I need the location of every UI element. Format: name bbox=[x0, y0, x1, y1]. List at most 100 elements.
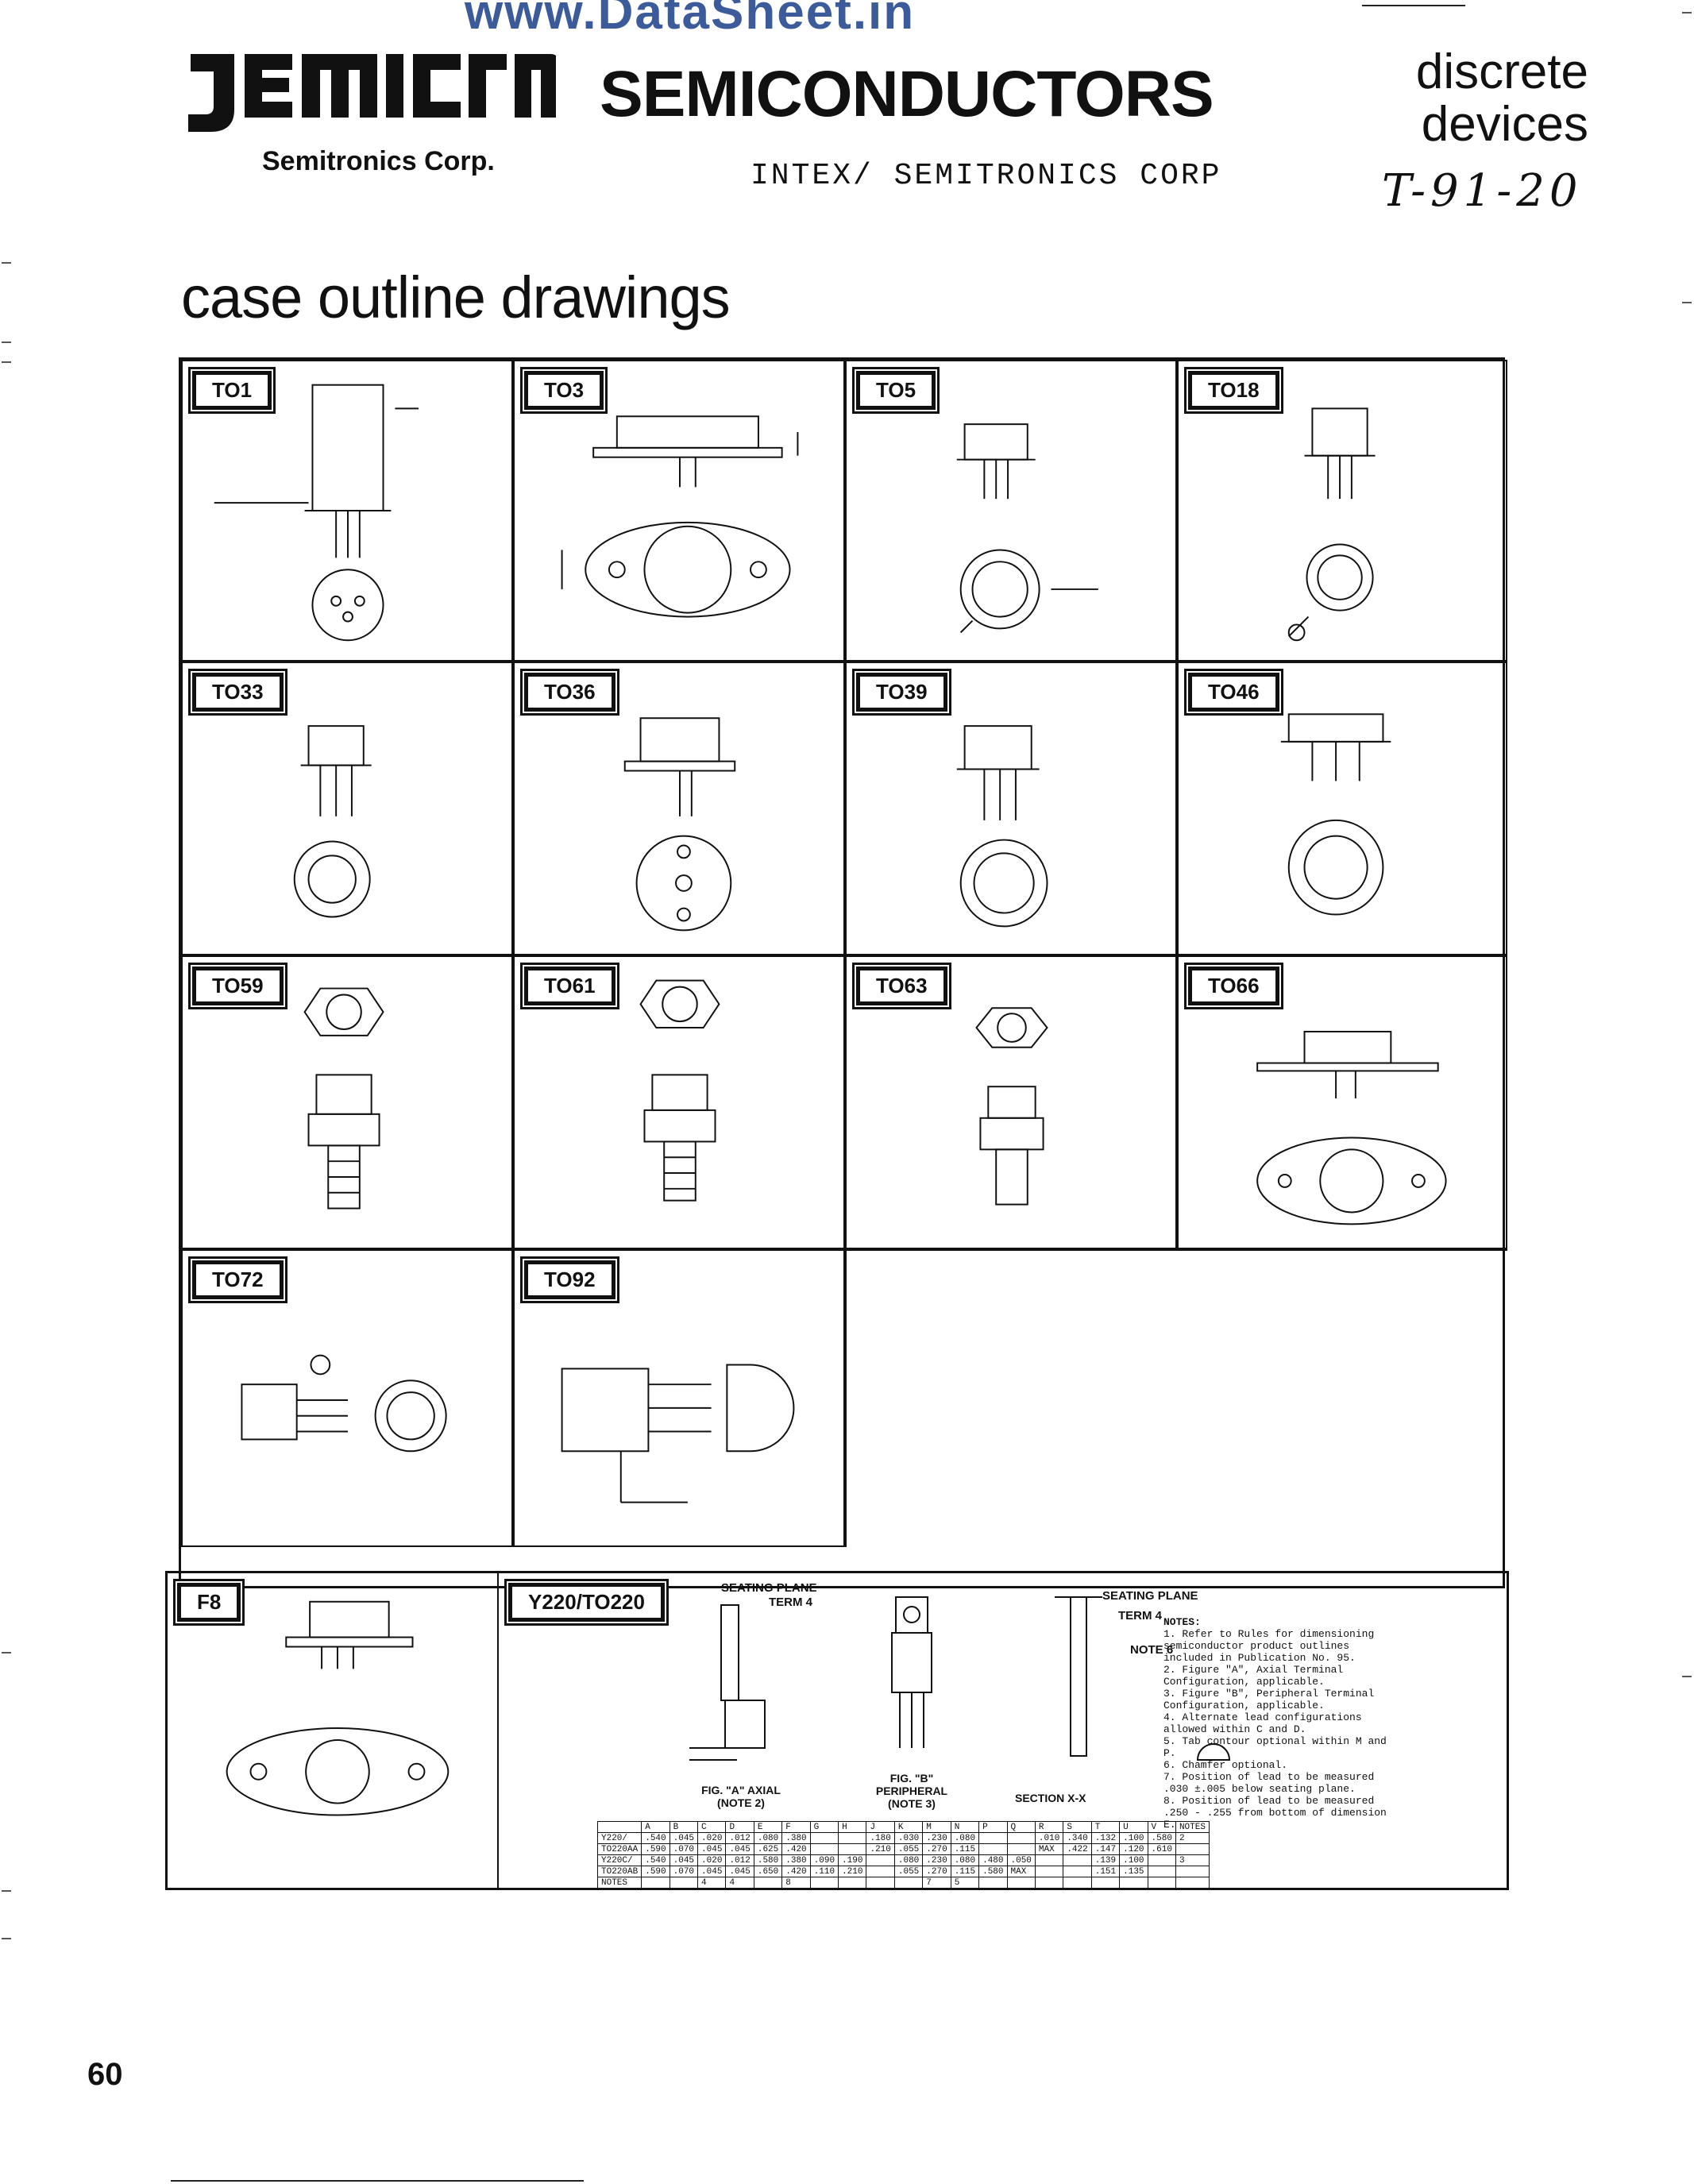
case-cell-to18: TO18 bbox=[1177, 360, 1507, 662]
table-cell: .650 bbox=[753, 1866, 783, 1877]
margin-tick bbox=[2, 361, 11, 363]
case-label: TO92 bbox=[524, 1260, 615, 1299]
note-item: 3. Figure "B", Peripheral Terminal Confi… bbox=[1163, 1688, 1381, 1711]
margin-tick bbox=[2, 1938, 11, 1939]
table-cell: .420 bbox=[781, 1866, 811, 1877]
table-cell bbox=[866, 1866, 895, 1877]
table-cell bbox=[1006, 1877, 1036, 1889]
to39-drawing bbox=[956, 725, 1048, 928]
category-line-1: discrete bbox=[1415, 44, 1588, 99]
table-row: TO220AB.590.070.045.045.650.420.110.210.… bbox=[596, 1866, 1210, 1877]
table-cell: .090 bbox=[809, 1854, 839, 1866]
to72-drawing bbox=[241, 1354, 447, 1453]
brand-wordmark: SEMICONDUCTORS bbox=[600, 58, 1214, 130]
to63-drawing bbox=[975, 1007, 1048, 1206]
table-cell bbox=[1006, 1832, 1036, 1844]
table-cell bbox=[753, 1877, 783, 1889]
table-cell: F bbox=[781, 1821, 811, 1833]
bottom-rule bbox=[171, 2180, 584, 2182]
table-cell: .080 bbox=[753, 1832, 783, 1844]
case-cell-to72: TO72 bbox=[181, 1249, 513, 1547]
empty-cell bbox=[845, 1249, 1507, 1547]
table-cell: .580 bbox=[1147, 1832, 1176, 1844]
table-cell: K bbox=[893, 1821, 924, 1833]
table-cell: MAX bbox=[1034, 1843, 1064, 1855]
table-cell bbox=[1063, 1854, 1092, 1866]
table-cell bbox=[893, 1877, 924, 1889]
table-cell: .012 bbox=[725, 1854, 754, 1866]
case-label: TO66 bbox=[1188, 967, 1279, 1005]
note-item: 7. Position of lead to be measured .030 … bbox=[1163, 1771, 1381, 1795]
table-cell: V bbox=[1147, 1821, 1176, 1833]
table-cell: P bbox=[978, 1821, 1008, 1833]
table-cell bbox=[809, 1832, 839, 1844]
fig-b-label: FIG. "B" PERIPHERAL (NOTE 3) bbox=[875, 1772, 948, 1810]
category-line-2: devices bbox=[1421, 97, 1588, 152]
table-cell: .420 bbox=[781, 1843, 811, 1855]
margin-tick bbox=[2, 1652, 11, 1653]
case-cell-to39: TO39 bbox=[845, 662, 1177, 955]
case-cell-to61: TO61 bbox=[513, 955, 845, 1249]
table-cell: .480 bbox=[978, 1854, 1008, 1866]
table-cell: .115 bbox=[950, 1843, 980, 1855]
seating-plane-label-b: SEATING PLANE bbox=[1102, 1589, 1198, 1603]
table-cell: .580 bbox=[978, 1866, 1008, 1877]
table-cell: R bbox=[1034, 1821, 1064, 1833]
table-cell: .055 bbox=[893, 1866, 924, 1877]
table-cell: MAX bbox=[1006, 1866, 1036, 1877]
note-item: 4. Alternate lead configurations allowed… bbox=[1163, 1711, 1368, 1735]
note6-label: NOTE 6 bbox=[1130, 1643, 1174, 1657]
table-cell: .380 bbox=[781, 1832, 811, 1844]
top-rule bbox=[1362, 5, 1465, 6]
page-number: 60 bbox=[87, 2057, 123, 2092]
table-cell bbox=[1063, 1877, 1092, 1889]
table-cell: .045 bbox=[669, 1832, 699, 1844]
table-cell: .270 bbox=[922, 1866, 951, 1877]
table-cell bbox=[978, 1843, 1008, 1855]
seating-plane-label: SEATING PLANE bbox=[721, 1581, 817, 1595]
table-cell: M bbox=[922, 1821, 951, 1833]
to66-drawing bbox=[1256, 1030, 1447, 1225]
table-cell: C bbox=[697, 1821, 727, 1833]
table-cell bbox=[669, 1877, 699, 1889]
to5-drawing bbox=[956, 423, 1098, 634]
term4-label-b: TERM 4 bbox=[1118, 1609, 1163, 1623]
margin-tick bbox=[2, 262, 11, 264]
table-cell: .540 bbox=[641, 1832, 670, 1844]
table-cell: .230 bbox=[922, 1854, 951, 1866]
case-cell-to63: TO63 bbox=[845, 955, 1177, 1249]
table-cell bbox=[838, 1877, 867, 1889]
table-cell: N bbox=[950, 1821, 980, 1833]
table-cell: .012 bbox=[725, 1832, 754, 1844]
table-cell: .625 bbox=[753, 1843, 783, 1855]
margin-tick bbox=[2, 1890, 11, 1892]
note-item: 2. Figure "A", Axial Terminal Configurat… bbox=[1163, 1664, 1350, 1688]
table-cell: A bbox=[641, 1821, 670, 1833]
table-cell bbox=[596, 1821, 642, 1833]
table-cell: NOTES bbox=[1175, 1821, 1210, 1833]
table-cell: .045 bbox=[697, 1866, 727, 1877]
table-cell: .080 bbox=[950, 1832, 980, 1844]
table-cell: Y220C/ bbox=[596, 1854, 642, 1866]
table-cell: .045 bbox=[697, 1843, 727, 1855]
table-cell: TO220AA bbox=[596, 1843, 642, 1855]
case-cell-f8: F8 bbox=[168, 1573, 499, 1888]
table-cell: .080 bbox=[950, 1854, 980, 1866]
table-cell: J bbox=[866, 1821, 895, 1833]
case-label: TO72 bbox=[192, 1260, 284, 1299]
to33-drawing bbox=[293, 725, 372, 918]
table-cell: .190 bbox=[838, 1854, 867, 1866]
table-cell: .100 bbox=[1119, 1854, 1148, 1866]
table-cell: TO220AB bbox=[596, 1866, 642, 1877]
table-cell bbox=[1063, 1866, 1092, 1877]
table-cell bbox=[1175, 1877, 1210, 1889]
to59-drawing bbox=[303, 987, 384, 1210]
table-cell: .610 bbox=[1147, 1843, 1176, 1855]
table-cell: H bbox=[838, 1821, 867, 1833]
case-label: TO33 bbox=[192, 673, 284, 712]
case-cell-to1: TO1 bbox=[181, 360, 513, 662]
watermark: www.DataSheet.in bbox=[465, 0, 916, 40]
table-cell bbox=[1034, 1854, 1064, 1866]
case-cell-to46: TO46 bbox=[1177, 662, 1507, 955]
